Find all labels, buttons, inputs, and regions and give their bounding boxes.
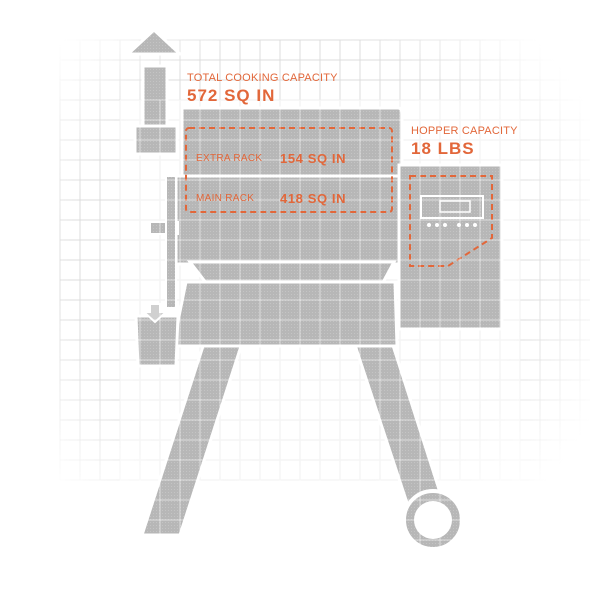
extra-rack-value: 154 SQ IN [280,151,347,166]
overlay-grid [119,99,521,561]
grill-frame [171,260,399,348]
hopper-capacity-title: HOPPER CAPACITY [411,125,518,137]
main-rack-value: 418 SQ IN [280,191,347,206]
hopper-capacity-value: 18 LBS [411,139,475,158]
chimney [124,27,184,156]
cooking-area-outline [185,127,393,213]
total-capacity-value: 572 SQ IN [187,86,276,105]
grease-bucket [134,303,180,368]
total-capacity-title: TOTAL COOKING CAPACITY [187,72,338,84]
main-rack-label: MAIN RACK [196,193,255,204]
extra-rack-label: EXTRA RACK [196,153,263,164]
hopper [397,163,504,331]
